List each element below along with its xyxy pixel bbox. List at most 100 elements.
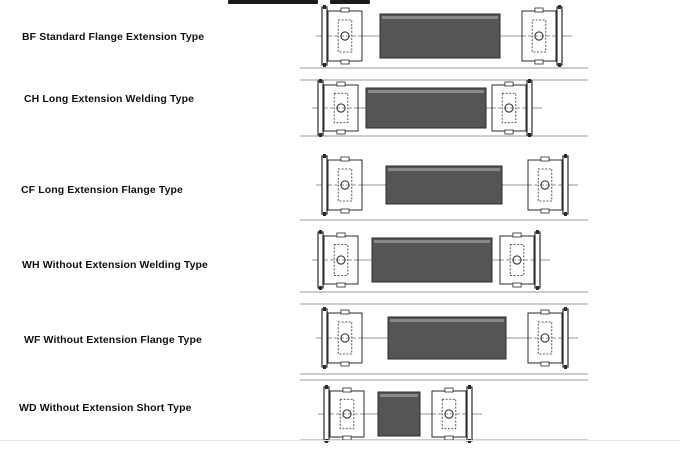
flange-plate: [526, 80, 533, 136]
bolt: [564, 307, 567, 311]
bolt: [319, 286, 322, 290]
cap-bottom: [340, 208, 350, 214]
yoke-assembly: [527, 309, 563, 367]
cap-bottom: [336, 282, 346, 288]
cap-bottom: [340, 361, 350, 367]
yoke-assembly: [527, 156, 563, 214]
flange-plate: [321, 6, 328, 66]
shaft-highlight: [388, 168, 500, 171]
cap-top: [336, 232, 346, 238]
cross-bearing: [531, 19, 547, 53]
cap-top: [336, 81, 346, 87]
type-label-cf: CF Long Extension Flange Type: [21, 184, 183, 196]
bottom-rule: [0, 440, 680, 441]
bolt: [468, 439, 471, 443]
bolt: [528, 79, 531, 83]
drawing-wd: [296, 378, 596, 444]
bolt: [468, 385, 471, 389]
cross-bearing: [509, 244, 525, 276]
bolt: [323, 154, 326, 158]
yoke-assembly: [431, 387, 467, 441]
cap-top: [340, 156, 350, 162]
bolt: [558, 63, 561, 67]
cap-bottom: [540, 361, 550, 367]
bolt: [323, 307, 326, 311]
cap-top: [340, 7, 350, 13]
drawing-wh: [296, 228, 596, 300]
shaft-highlight: [390, 319, 504, 322]
cross-bearing: [537, 321, 553, 355]
cap-top: [504, 81, 514, 87]
bolt: [564, 212, 567, 216]
cross-bearing: [337, 321, 353, 355]
cap-bottom: [504, 129, 514, 135]
yoke-assembly: [329, 387, 365, 441]
bolt: [323, 5, 326, 9]
cap-top: [534, 7, 544, 13]
yoke-assembly: [327, 7, 363, 65]
type-label-ch: CH Long Extension Welding Type: [24, 93, 195, 105]
type-label-bf: BF Standard Flange Extension Type: [22, 31, 205, 43]
shaft-highlight: [382, 16, 498, 19]
type-label-wh: WH Without Extension Welding Type: [22, 259, 208, 271]
shaft-highlight: [380, 394, 418, 397]
cross-bearing: [337, 168, 353, 202]
flange-plate: [556, 6, 563, 66]
shaft-tube: [379, 13, 501, 59]
shaft-tube: [387, 316, 507, 360]
bolt: [564, 154, 567, 158]
shaft-highlight: [374, 240, 490, 243]
cap-top: [342, 387, 352, 393]
bolt: [325, 439, 328, 443]
shaft-tube: [385, 165, 503, 205]
cross-bearing: [333, 92, 349, 124]
bolt: [323, 365, 326, 369]
cross-bearing: [501, 92, 517, 124]
flange-plate: [321, 155, 328, 215]
yoke-assembly: [327, 156, 363, 214]
coupling-drawing-wd: [300, 379, 588, 443]
flange-plate: [321, 308, 328, 368]
coupling-drawing-wf: [300, 303, 588, 375]
bolt: [536, 286, 539, 290]
shaft-tube: [377, 391, 421, 437]
bolt: [319, 230, 322, 234]
bolt: [536, 230, 539, 234]
shaft-tube: [365, 87, 487, 129]
yoke-assembly: [323, 232, 359, 288]
shaft-tube: [371, 237, 493, 283]
type-label-wf: WF Without Extension Flange Type: [24, 334, 202, 346]
bolt: [528, 133, 531, 137]
coupling-drawing-cf: [300, 154, 588, 221]
flange-plate: [323, 386, 330, 442]
cap-bottom: [534, 59, 544, 65]
cap-bottom: [540, 208, 550, 214]
coupling-drawing-wh: [300, 230, 588, 293]
drawing-cf: [296, 150, 596, 228]
yoke-assembly: [521, 7, 557, 65]
yoke-assembly: [491, 81, 527, 135]
coupling-drawing-ch: [300, 79, 588, 137]
bolt: [325, 385, 328, 389]
flange-plate: [562, 155, 569, 215]
flange-plate: [562, 308, 569, 368]
bolt: [564, 365, 567, 369]
yoke-assembly: [499, 232, 535, 288]
header-cropped-text: [0, 0, 680, 6]
drawing-bf: [296, 2, 596, 72]
flange-plate: [534, 231, 541, 289]
cap-bottom: [512, 282, 522, 288]
shaft-highlight: [368, 90, 484, 93]
bolt: [558, 5, 561, 9]
cap-bottom: [336, 129, 346, 135]
bolt: [319, 79, 322, 83]
flange-plate: [317, 80, 324, 136]
cross-bearing: [333, 244, 349, 276]
cross-bearing: [441, 398, 457, 430]
flange-plate: [466, 386, 473, 442]
cap-top: [340, 309, 350, 315]
bolt: [319, 133, 322, 137]
drawing-wf: [296, 302, 596, 378]
cross-bearing: [537, 168, 553, 202]
coupling-drawing-bf: [300, 5, 588, 69]
